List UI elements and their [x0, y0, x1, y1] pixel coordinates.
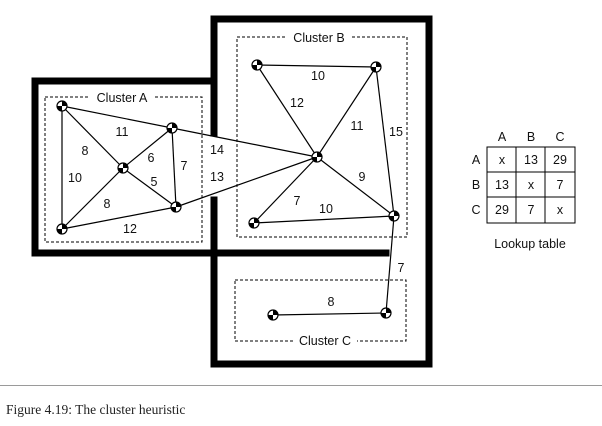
lookup-grid [486, 146, 576, 224]
node-b4 [388, 210, 400, 222]
edge-center-b3 [253, 156, 318, 224]
node-b1 [251, 59, 263, 71]
lookup-header-c: C [555, 130, 564, 144]
weight-b1-b2: 10 [311, 69, 325, 83]
cluster-c-label: Cluster C [299, 334, 351, 348]
edge-b3-b4 [253, 215, 395, 224]
weight-ab-lower: 13 [210, 170, 224, 184]
lookup-cell: 7 [557, 178, 564, 192]
weight-a5-a4: 12 [123, 222, 137, 236]
node-c2 [380, 307, 392, 319]
edge-a1-a2 [61, 105, 173, 129]
lookup-cell: x [499, 153, 506, 167]
weight-a1-a3: 8 [82, 144, 89, 158]
node-b3 [248, 217, 260, 229]
weight-a1-a2: 11 [116, 125, 129, 139]
cluster-b-label-bg [287, 31, 351, 45]
node-c1 [267, 309, 279, 321]
cluster-c-box [234, 279, 407, 342]
edge-a3-a5 [61, 167, 124, 230]
edge-bc-link [385, 215, 395, 314]
cluster-diagram: Cluster A Cluster B Cluster C [31, 15, 576, 368]
lookup-cell: x [528, 178, 535, 192]
cluster-a-label: Cluster A [97, 91, 148, 105]
edge-a1-a3 [61, 105, 124, 169]
weight-a2-a3: 6 [148, 151, 155, 165]
caption-divider [0, 385, 602, 386]
lookup-table: A B C A B C x 13 29 13 x 7 29 7 x Lookup… [471, 130, 576, 251]
wall-left-room [31, 77, 218, 257]
lookup-cell: 29 [495, 203, 509, 217]
edge-a2-a3 [122, 127, 173, 169]
weight-bc-link: 7 [398, 261, 405, 275]
cluster-a-label-bg [90, 91, 154, 105]
edge-a5-a4 [61, 206, 177, 230]
cluster-labels: Cluster A Cluster B Cluster C [90, 31, 357, 348]
lookup-row-label-b: B [472, 178, 480, 192]
weight-a3-a5: 8 [104, 197, 111, 211]
lookup-cell: 13 [524, 153, 538, 167]
node-a3 [117, 162, 129, 174]
weight-b1-center: 12 [290, 96, 304, 110]
edge-c1-c2 [272, 312, 387, 316]
edge-ab-lower [175, 156, 318, 208]
weight-a3-a4: 5 [151, 175, 158, 189]
edge-a2-a4 [171, 127, 177, 208]
lookup-cell: x [557, 203, 564, 217]
edge-b1-center [256, 64, 318, 158]
weight-b3-b4: 10 [319, 202, 333, 216]
edge-a3-a4 [122, 167, 177, 208]
edge-b2-center [316, 66, 377, 158]
weight-b2-center: 11 [351, 119, 364, 133]
edge-ab-upper [171, 127, 318, 158]
edge-b1-b2 [256, 64, 377, 68]
lookup-table-caption: Lookup table [494, 237, 566, 251]
weight-center-b3: 7 [294, 194, 301, 208]
weight-a1-a5: 10 [68, 171, 82, 185]
wall-right-rooms [210, 15, 433, 368]
lookup-cell: 7 [528, 203, 535, 217]
lookup-header-b: B [527, 130, 535, 144]
cluster-c-label-bg [293, 334, 357, 348]
lookup-grid-border [486, 146, 576, 224]
node-a4 [170, 201, 182, 213]
weight-ab-upper: 14 [210, 143, 224, 157]
edge-weights: 11 8 10 6 5 7 8 12 14 13 10 12 11 15 7 9… [68, 69, 404, 309]
weight-center-b4: 9 [359, 170, 366, 184]
node-a1 [56, 100, 68, 112]
lookup-cell: 13 [495, 178, 509, 192]
edge-b2-b4 [375, 66, 395, 217]
cluster-b-label: Cluster B [293, 31, 344, 45]
node-a2 [166, 122, 178, 134]
lookup-row-label-c: C [471, 203, 480, 217]
weight-b2-b4: 15 [389, 125, 403, 139]
edge-center-b4 [316, 156, 395, 217]
figure-caption: Figure 4.19: The cluster heuristic [6, 402, 186, 417]
edges [61, 64, 395, 316]
weight-c1-c2: 8 [328, 295, 335, 309]
walls [31, 15, 433, 368]
node-b2 [370, 61, 382, 73]
node-a5 [56, 223, 68, 235]
lookup-header-a: A [498, 130, 507, 144]
node-b-center [311, 151, 323, 163]
cluster-a-box [44, 96, 203, 243]
lookup-cell: 29 [553, 153, 567, 167]
weight-a2-a4: 7 [181, 159, 188, 173]
lookup-row-label-a: A [472, 153, 481, 167]
